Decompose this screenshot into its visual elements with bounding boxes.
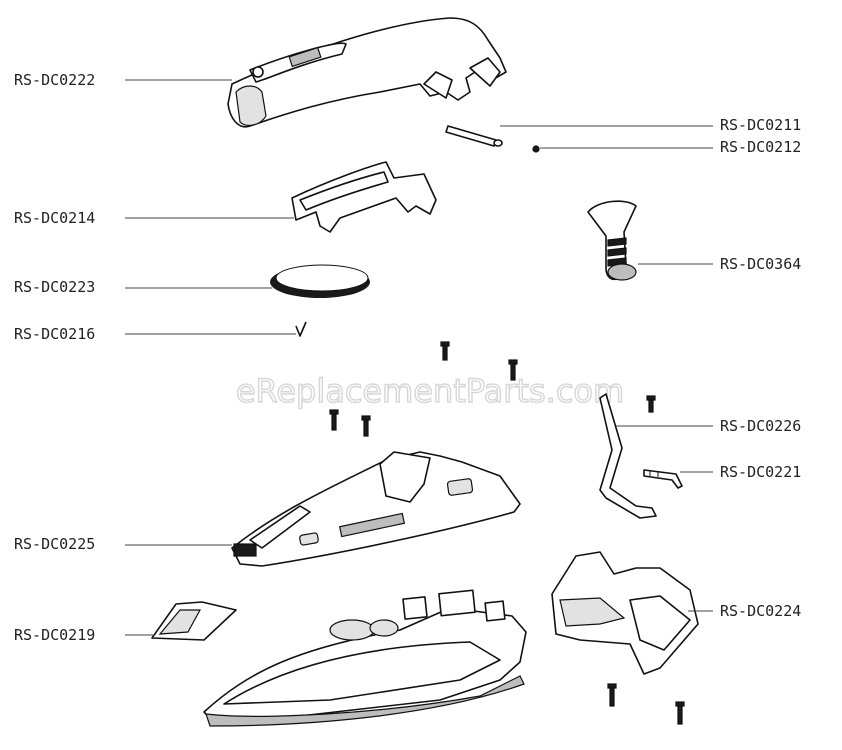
knob-part xyxy=(587,200,637,281)
watermark-text: eReplacementParts.com xyxy=(236,372,624,410)
rod-label: RS-DC0226 xyxy=(720,417,801,435)
dial-disc-label: RS-DC0223 xyxy=(14,278,95,296)
hook-part xyxy=(643,469,683,489)
housing-part xyxy=(231,451,521,567)
spring-clip-label: RS-DC0216 xyxy=(14,325,95,343)
ball-label: RS-DC0212 xyxy=(720,138,801,156)
screw-parts xyxy=(329,341,685,725)
pin-label: RS-DC0211 xyxy=(720,116,801,134)
dial-disc-part xyxy=(270,264,370,298)
front-cover-label: RS-DC0219 xyxy=(14,626,95,644)
heel-rest-part xyxy=(551,551,699,675)
soleplate-part xyxy=(203,589,527,727)
handle-label: RS-DC0222 xyxy=(14,71,95,89)
handle-cover-part xyxy=(291,161,437,233)
handle-part xyxy=(227,17,507,128)
knob-label: RS-DC0364 xyxy=(720,255,801,273)
pin-part xyxy=(445,125,503,147)
spring-clip-part xyxy=(295,321,307,337)
rod-part xyxy=(599,393,657,519)
front-cover-part xyxy=(151,601,237,641)
housing-label: RS-DC0225 xyxy=(14,535,95,553)
handle-cover-label: RS-DC0214 xyxy=(14,209,95,227)
heel-rest-label: RS-DC0224 xyxy=(720,602,801,620)
hook-label: RS-DC0221 xyxy=(720,463,801,481)
ball-part xyxy=(532,145,540,153)
